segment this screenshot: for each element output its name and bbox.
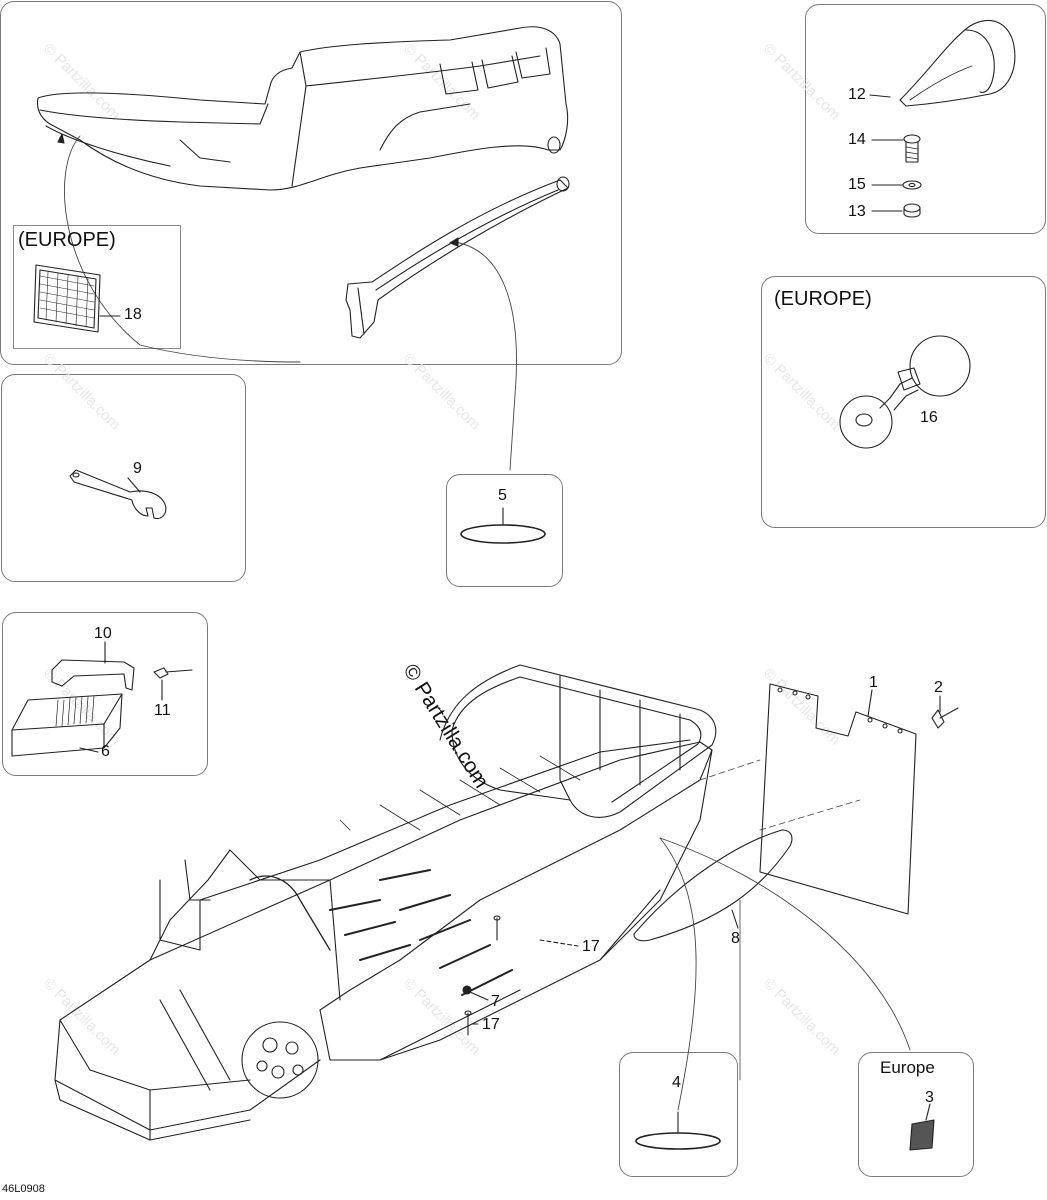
callout-17: 17 [482,1016,500,1033]
callout-8: 8 [731,930,740,947]
diagram-code: 46L0908 [2,1183,45,1195]
frame-illustration [54,664,717,1141]
panel-part-4 [619,1052,738,1177]
mirror-12-illustration [869,19,1016,107]
callout-14: 14 [848,131,866,148]
europe-region-label: (EUROPE) [18,229,116,251]
tool-bag-6-illustration [11,693,123,757]
side-reflector-8-illustration [633,829,793,942]
callout-18: 18 [124,306,142,323]
callout-3: 3 [925,1089,934,1106]
callout-10: 10 [94,625,112,642]
rear-bumper-illustration [36,26,569,191]
snow-flap-1-illustration [759,683,917,915]
washer-15-illustration [871,180,922,190]
panel-mirror-hardware [805,4,1046,234]
rivet-11-illustration [153,667,193,701]
callout-15: 15 [848,176,866,193]
panel-tool-kit [2,612,208,776]
bumper-bar-illustration [345,176,570,339]
callout-6: 6 [101,743,110,760]
screw-14-illustration [871,134,921,163]
callout-4: 4 [672,1074,681,1091]
screw-17-illustration [464,915,579,1036]
reflector-18-illustration [33,264,121,333]
callout-7: 7 [491,993,500,1010]
rivet-2-illustration [931,695,959,729]
callout-9: 9 [133,460,142,477]
o-ring-4-illustration [635,1132,721,1150]
callout-11: 11 [154,702,171,719]
o-ring-5-illustration [460,524,546,544]
europe-region-label: Europe [880,1058,935,1077]
nut-13-illustration [871,203,921,218]
panel-spanner-wrench [1,374,246,582]
rear-reflector-3-illustration [909,1103,935,1151]
callout-13: 13 [848,203,866,220]
spanner-9-illustration [69,469,167,520]
bracket-10-illustration [51,641,135,691]
panel-part-5 [446,474,563,587]
callout-2: 2 [934,679,943,696]
callout-16: 16 [920,409,938,426]
panel-europe-rear-reflector [858,1052,974,1177]
callout-1: 1 [869,674,878,691]
panel-europe-reflector-inset [13,225,181,349]
panel-europe-horn [761,276,1046,528]
callout-17: 17 [582,938,600,955]
callout-12: 12 [848,86,866,103]
horn-16-illustration [839,335,971,449]
callout-5: 5 [498,487,507,504]
europe-region-label: (EUROPE) [774,288,872,310]
part-7-illustration [462,985,489,1001]
